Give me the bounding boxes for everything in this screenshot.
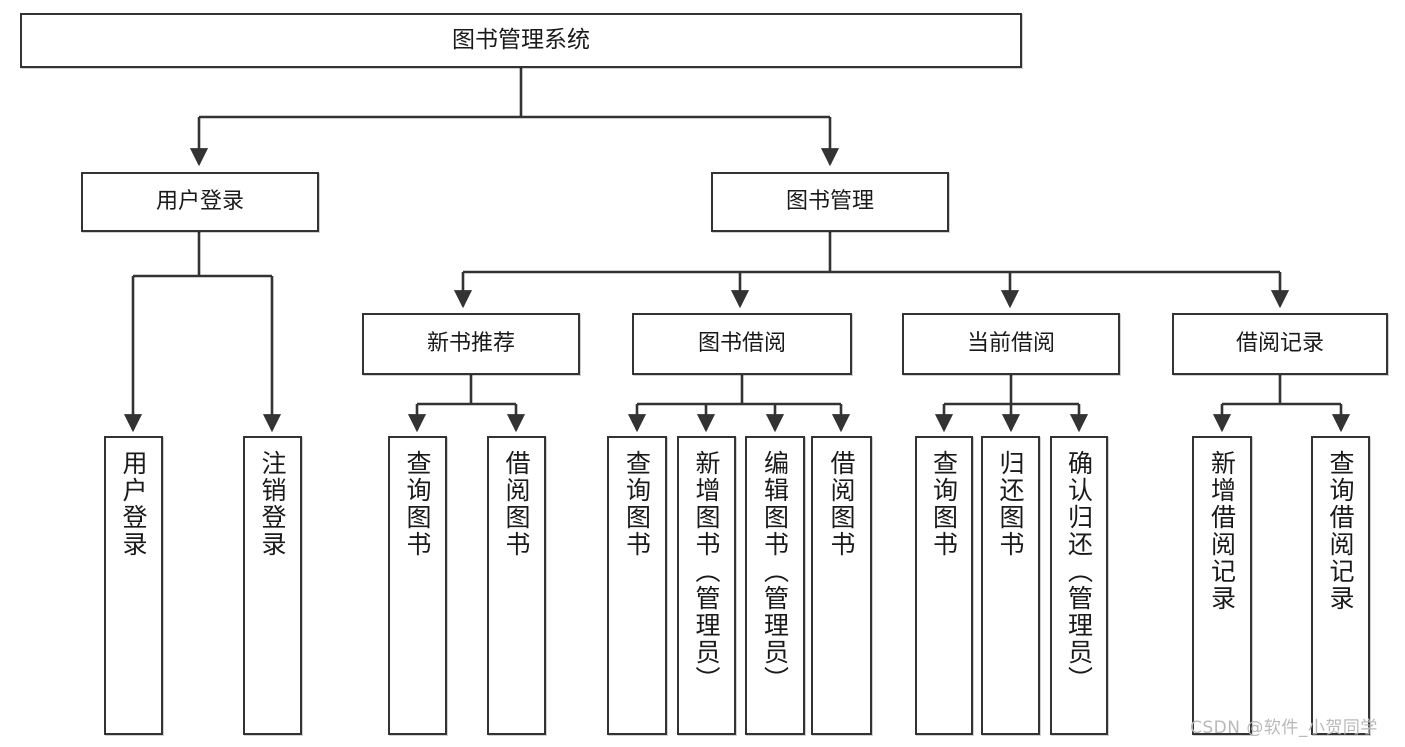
- node-label: 图书管理系统: [452, 26, 590, 53]
- leaf-add-borrow-record[interactable]: 新增借阅记录: [1192, 436, 1252, 735]
- leaf-borrow-books-1[interactable]: 借阅图书: [487, 436, 546, 735]
- leaf-label: 借阅图书: [827, 450, 856, 558]
- leaf-label: 查询图书: [403, 450, 432, 558]
- node-book-management[interactable]: 图书管理: [711, 172, 949, 232]
- node-label: 图书借阅: [697, 331, 786, 357]
- leaf-label: 查询图书: [622, 450, 652, 558]
- leaf-query-books-2[interactable]: 查询图书: [607, 436, 667, 735]
- leaf-label: 新增借阅记录: [1207, 450, 1237, 612]
- leaf-query-borrow-record[interactable]: 查询借阅记录: [1311, 436, 1370, 735]
- leaf-label: 查询图书: [929, 450, 959, 558]
- leaf-label: 新增图书（管理员）: [692, 450, 721, 693]
- leaf-query-books-1[interactable]: 查询图书: [388, 436, 447, 735]
- node-label: 当前借阅: [966, 331, 1055, 357]
- leaf-label: 归还图书: [996, 450, 1025, 558]
- node-label: 新书推荐: [426, 331, 515, 357]
- node-label: 用户登录: [155, 189, 244, 215]
- node-borrowing-records[interactable]: 借阅记录: [1172, 313, 1388, 375]
- node-current-borrowing[interactable]: 当前借阅: [902, 313, 1120, 375]
- leaf-label: 查询借阅记录: [1326, 450, 1355, 612]
- node-new-book-recommendation[interactable]: 新书推荐: [362, 313, 580, 375]
- watermark: CSDN @软件_小贺同学: [1190, 718, 1378, 738]
- leaf-confirm-return-admin[interactable]: 确认归还（管理员）: [1050, 436, 1108, 735]
- leaf-borrow-books-2[interactable]: 借阅图书: [811, 436, 872, 735]
- leaf-edit-book-admin[interactable]: 编辑图书（管理员）: [745, 436, 805, 735]
- leaf-logout[interactable]: 注销登录: [243, 436, 302, 735]
- leaf-user-login[interactable]: 用户登录: [104, 436, 163, 735]
- leaf-label: 确认归还（管理员）: [1064, 450, 1094, 693]
- leaf-add-book-admin[interactable]: 新增图书（管理员）: [677, 436, 736, 735]
- node-label: 借阅记录: [1235, 331, 1324, 357]
- node-label: 图书管理: [785, 189, 874, 215]
- leaf-label: 借阅图书: [502, 450, 531, 558]
- node-book-borrowing[interactable]: 图书借阅: [632, 313, 852, 375]
- leaf-label: 编辑图书（管理员）: [760, 450, 790, 693]
- leaf-query-books-3[interactable]: 查询图书: [915, 436, 973, 735]
- node-user-login[interactable]: 用户登录: [81, 172, 319, 232]
- leaf-label: 用户登录: [119, 450, 148, 558]
- leaf-return-books[interactable]: 归还图书: [981, 436, 1040, 735]
- node-root-library-management-system[interactable]: 图书管理系统: [20, 13, 1022, 68]
- leaf-label: 注销登录: [258, 450, 287, 558]
